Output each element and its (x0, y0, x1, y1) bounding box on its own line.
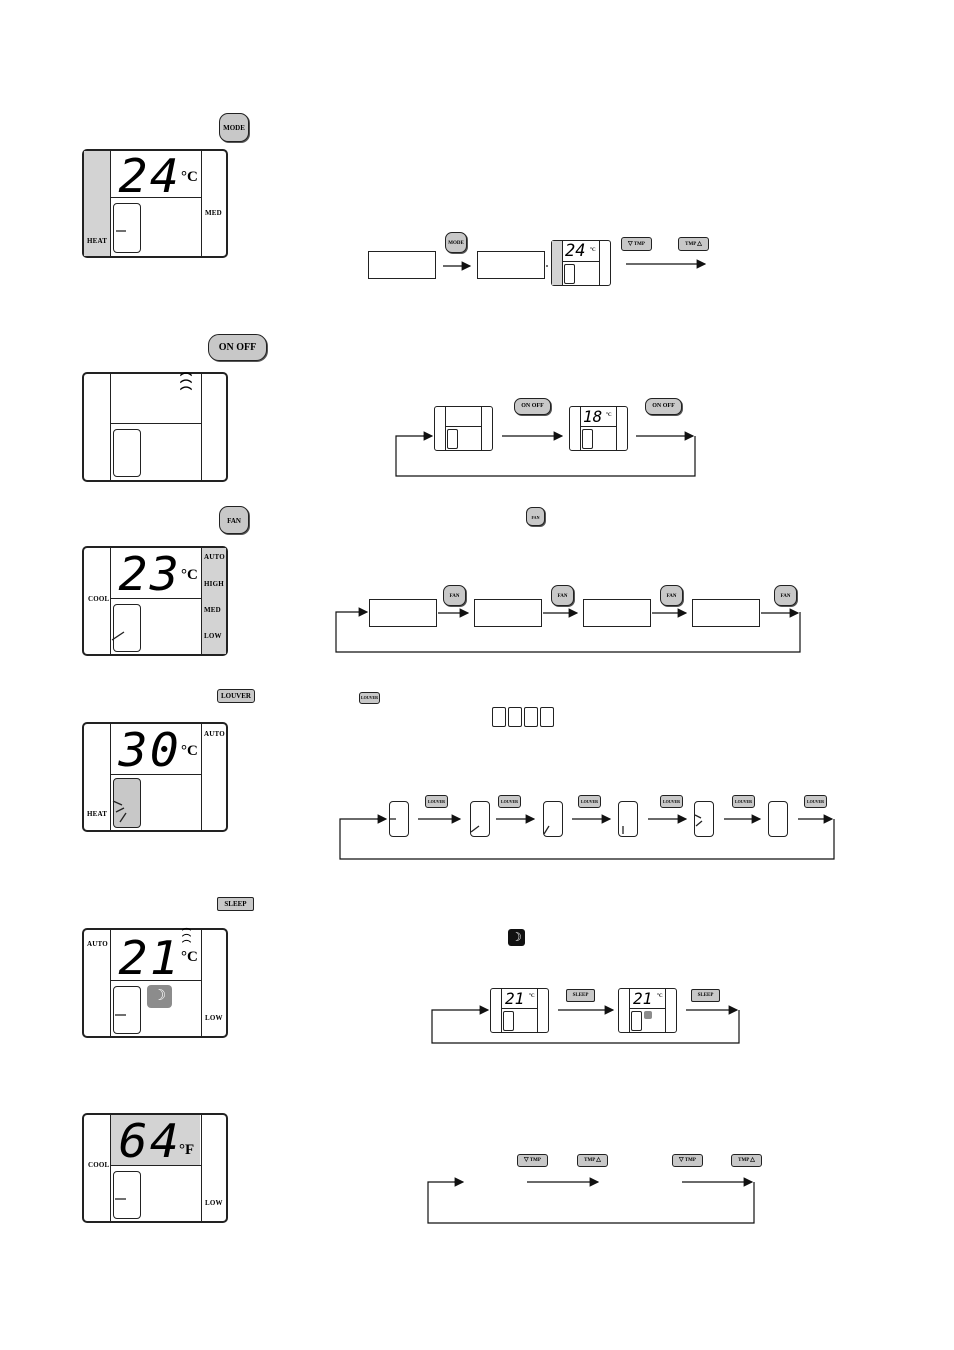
temperature-readout: 64 (118, 1114, 181, 1168)
tmp-up-button-f1[interactable]: TMP △ (577, 1154, 608, 1167)
triangle-up-icon: △ (750, 1157, 755, 1163)
louver-position-icon-2 (508, 707, 522, 727)
louver-position-icon-1 (492, 707, 506, 727)
fan-speed-label: LOW (205, 1014, 223, 1022)
louver-position-icon-3 (524, 707, 538, 727)
louver-cycle-icon-2 (470, 801, 490, 837)
fan-level-auto: AUTO (204, 553, 225, 561)
onoff-button[interactable]: ON OFF (208, 334, 267, 361)
mode-label: HEAT (87, 810, 108, 818)
signal-icon: ⌒⌒⌒ (180, 372, 193, 400)
temperature-readout: 21 (118, 931, 181, 985)
temperature-unit: °C (181, 567, 198, 583)
mini-lcd-onoff-on: 18 °C (569, 406, 628, 451)
fan-button[interactable]: FAN (219, 506, 249, 534)
temperature-readout: 23 (118, 547, 181, 601)
fan-button-step-4[interactable]: FAN (774, 585, 797, 606)
mode-label: COOL (88, 595, 110, 603)
sleep-button-small-2[interactable]: SLEEP (691, 989, 720, 1002)
louver-position-icon-4 (540, 707, 554, 727)
lcd-panel-onoff: ⌒⌒⌒ (82, 372, 228, 482)
louver-icon (113, 1171, 141, 1219)
tmp-down-button-f2[interactable]: ▽ TMP (672, 1154, 703, 1167)
temperature-readout: 30 (118, 723, 181, 777)
fan-step-box-4 (692, 599, 760, 627)
fan-button-inline[interactable]: FAN (526, 507, 545, 526)
triangle-down-icon: ▽ (524, 1157, 529, 1163)
mode-button[interactable]: MODE (219, 113, 249, 142)
louver-button-step-6[interactable]: LOUVER (804, 795, 827, 808)
mode-step-box-2 (477, 251, 545, 279)
tmp-up-button-f2[interactable]: TMP △ (731, 1154, 762, 1167)
fan-speed-label: LOW (205, 1199, 223, 1207)
tmp-up-button[interactable]: TMP △ (678, 237, 709, 251)
fan-step-box-3 (583, 599, 651, 627)
onoff-button-small[interactable]: ON OFF (514, 398, 551, 415)
fan-level-low: LOW (204, 632, 222, 640)
mode-step-box-1 (368, 251, 436, 279)
louver-button[interactable]: LOUVER (217, 689, 255, 703)
fan-level-med: MED (204, 606, 221, 614)
moon-icon-inline: ☽ (508, 929, 525, 946)
mode-button-small[interactable]: MODE (445, 232, 467, 253)
lcd-panel-sleep: 21 °C ⌒⌒⌒ ☽ AUTO LOW (82, 928, 228, 1038)
temperature-unit: °F (179, 1142, 195, 1158)
mode-label: HEAT (87, 237, 108, 245)
fan-button-step-1[interactable]: FAN (443, 585, 466, 606)
triangle-up-icon: △ (697, 241, 702, 247)
sleep-button-small-1[interactable]: SLEEP (566, 989, 595, 1002)
louver-button-step-2[interactable]: LOUVER (498, 795, 521, 808)
mini-lcd-onoff-off (434, 406, 493, 451)
mini-lcd-mode: 24 °C (551, 240, 611, 286)
fan-step-box-1 (369, 599, 437, 627)
louver-icon (113, 429, 141, 477)
temperature-readout: 24 (118, 149, 181, 203)
onoff-button-small-2[interactable]: ON OFF (645, 398, 682, 415)
mode-label: AUTO (87, 940, 108, 948)
fan-step-box-2 (474, 599, 542, 627)
lcd-panel-fahrenheit: 64 °F COOL LOW (82, 1113, 228, 1223)
lcd-panel-mode: 24 °C HEAT MED (82, 149, 228, 258)
louver-cycle-icon-6 (768, 801, 788, 837)
mode-label: COOL (88, 1161, 110, 1169)
louver-button-inline[interactable]: LOUVER (359, 692, 380, 704)
louver-icon (113, 986, 141, 1034)
sleep-button[interactable]: SLEEP (217, 897, 254, 911)
tmp-down-button[interactable]: ▽ TMP (621, 237, 652, 251)
fan-speed-label: AUTO (204, 730, 225, 738)
mini-lcd-sleep-off: 21 °C (490, 988, 549, 1033)
louver-button-step-4[interactable]: LOUVER (660, 795, 683, 808)
louver-icon (113, 203, 141, 253)
moon-icon: ☽ (147, 985, 172, 1008)
fan-level-high: HIGH (204, 580, 224, 588)
louver-button-step-1[interactable]: LOUVER (425, 795, 448, 808)
lcd-panel-louver: 30 °C HEAT AUTO (82, 722, 228, 832)
louver-cycle-icon-5 (694, 801, 714, 837)
fan-speed-label: MED (205, 209, 222, 217)
fan-button-step-3[interactable]: FAN (660, 585, 683, 606)
triangle-up-icon: △ (596, 1157, 601, 1163)
triangle-down-icon: ▽ (679, 1157, 684, 1163)
fan-button-step-2[interactable]: FAN (551, 585, 574, 606)
louver-button-step-5[interactable]: LOUVER (732, 795, 755, 808)
temperature-unit: °C (181, 169, 198, 185)
louver-icon (113, 604, 141, 652)
mini-lcd-sleep-on: 21 °C (618, 988, 677, 1033)
triangle-down-icon: ▽ (628, 241, 633, 247)
signal-icon: ⌒⌒⌒ (182, 928, 192, 950)
louver-button-step-3[interactable]: LOUVER (578, 795, 601, 808)
lcd-panel-fan: 23 °C COOL AUTO HIGH MED LOW (82, 546, 228, 656)
temperature-unit: °C (181, 743, 198, 759)
tmp-down-button-f1[interactable]: ▽ TMP (517, 1154, 548, 1167)
temperature-unit: °C (181, 949, 198, 965)
